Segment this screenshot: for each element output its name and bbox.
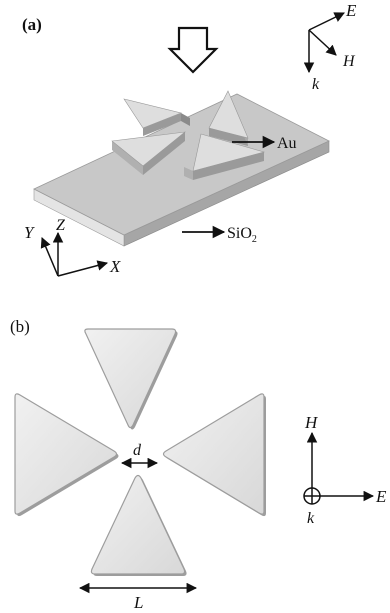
k-vector-label: k [312,76,320,93]
gap-d-label: d [133,442,142,459]
x-axis-label: X [109,257,121,276]
panel-a: (a) [22,1,357,277]
coordinate-axes: Y Z X [24,217,121,277]
left-triangle [14,393,119,517]
k-vector-label-b: k [307,510,315,527]
au-label: Au [277,135,297,152]
h-field-label: H [342,53,356,70]
panel-b: (b) d L [10,317,387,612]
au-nanotriangles [111,90,266,180]
h-field-label-b: H [304,413,319,432]
panel-a-label: (a) [22,15,42,34]
e-field-label: E [345,1,357,20]
length-l-label: L [133,593,143,612]
right-triangle [162,393,266,517]
au-triangle [111,131,187,175]
field-triad-3d: E H k [303,1,357,93]
incident-light-arrow [167,26,219,74]
sio2-label: SiO2 [227,225,257,245]
e-field-label-b: E [375,487,387,506]
au-triangle [184,133,266,180]
au-triangle [123,98,190,136]
z-axis-label: Z [56,217,66,234]
top-triangle [84,328,178,430]
y-axis-label: Y [24,223,35,242]
bottom-triangle [90,474,187,576]
panel-b-label: (b) [10,317,30,336]
field-triad-2d: H E k [303,413,387,527]
sio2-subscript: 2 [252,234,257,245]
au-triangle [208,90,249,146]
sio2-substrate [33,93,330,247]
sio2-main: SiO [227,225,252,242]
